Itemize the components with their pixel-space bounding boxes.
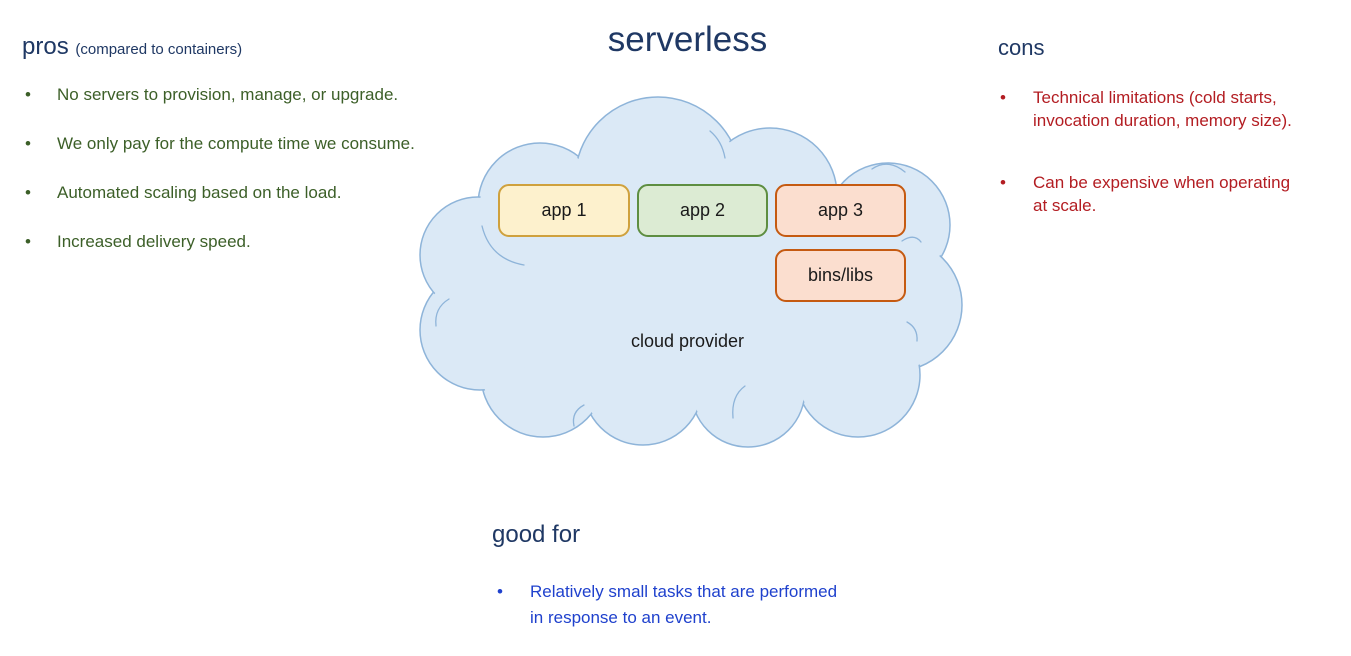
bullet-dot [1000,171,1033,194]
list-item: Increased delivery speed. [25,231,505,253]
cloud-inner-arcs [435,130,922,427]
bullet-dot [25,182,57,204]
cloud-provider-label: cloud provider [630,331,745,351]
page-title: serverless [607,20,768,59]
pros-item-text: No servers to provision, manage, or upgr… [57,85,399,104]
pros-item-text: Increased delivery speed. [57,232,251,251]
list-item: Relatively small tasks that are performe… [497,579,917,631]
list-item: Can be expensive when operating at scale… [1000,171,1320,217]
bullet-dot [25,84,57,106]
good-for-item-text: Relatively small tasks that are performe… [530,582,838,627]
cons-heading: cons [998,35,1045,60]
pros-item-text: Automated scaling based on the load. [57,183,342,202]
cloud-box-app2-label: app 2 [679,200,726,220]
cloud-box-app3: app 3 [775,184,906,237]
cloud-box-app1-label: app 1 [541,200,587,220]
pros-item-text: We only pay for the compute time we cons… [57,134,415,153]
cons-item-text: Technical limitations (cold starts, invo… [1033,88,1292,130]
cloud-box-app1: app 1 [498,184,630,237]
cloud-box-bins-libs-label: bins/libs [807,265,874,285]
cons-item-text: Can be expensive when operating at scale… [1033,173,1291,215]
list-item: No servers to provision, manage, or upgr… [25,84,505,106]
good-for-heading: good for [492,521,581,548]
cloud-box-app3-label: app 3 [817,200,864,220]
bullet-dot [25,133,57,155]
cloud-shape [419,96,963,448]
bullet-dot [25,231,57,253]
list-item: We only pay for the compute time we cons… [25,133,505,155]
pros-heading-note: (compared to containers) [75,41,243,58]
good-for-list: Relatively small tasks that are performe… [497,579,917,631]
list-item: Automated scaling based on the load. [25,182,505,204]
cloud-box-bins-libs: bins/libs [775,249,906,302]
list-item: Technical limitations (cold starts, invo… [1000,86,1320,132]
pros-list: No servers to provision, manage, or upgr… [25,84,505,280]
pros-heading: pros (compared to containers) [22,33,242,61]
bullet-dot [1000,86,1033,109]
cons-list: Technical limitations (cold starts, invo… [1000,86,1320,256]
pros-heading-label: pros [22,33,69,60]
cloud-box-app2: app 2 [637,184,768,237]
bullet-dot [497,579,530,605]
